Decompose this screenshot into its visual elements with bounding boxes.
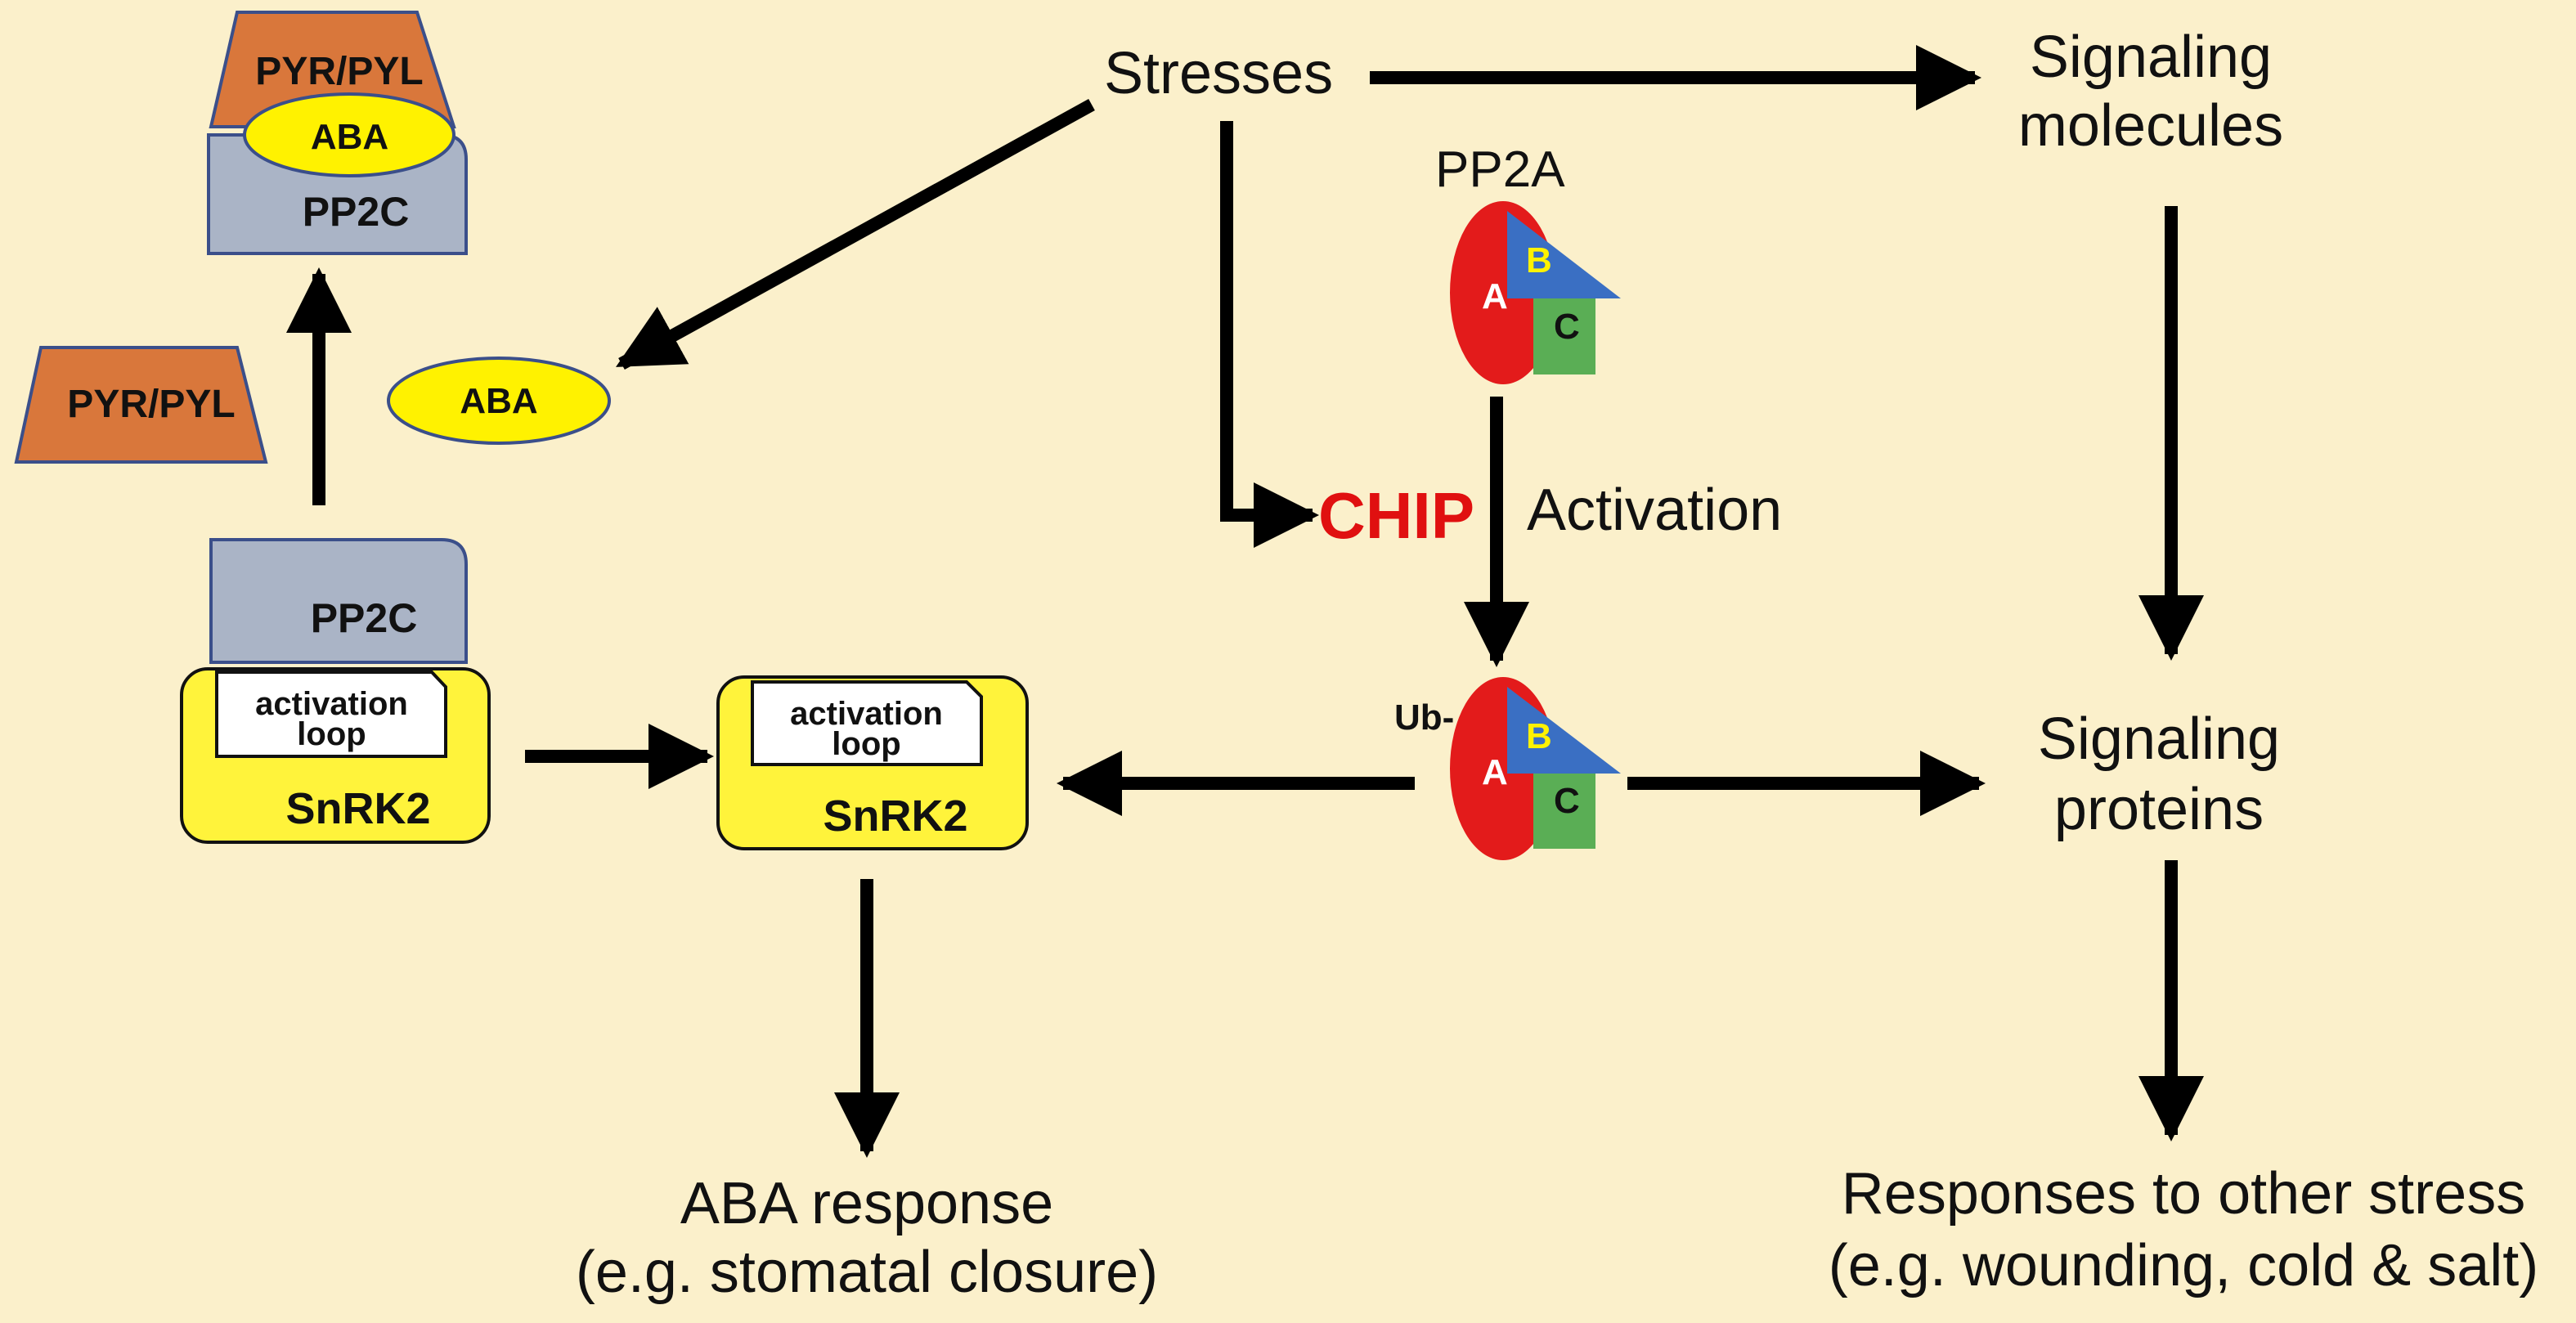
- arrows: [286, 45, 2204, 1158]
- inactive-pp2c-shape: [209, 538, 468, 664]
- arrow-stresses-to-chip: [1220, 121, 1319, 548]
- ub-pp2a-subunit-b-label: B: [1526, 716, 1552, 756]
- free-pyr-pyl-label: PYR/PYL: [67, 383, 236, 426]
- other-responses-line2: (e.g. wounding, cold & salt): [1828, 1233, 2539, 1298]
- ub-pp2a-holoenzyme: [1450, 677, 1621, 860]
- aba-response-line2: (e.g. stomatal closure): [575, 1240, 1159, 1305]
- arrow-stresses-to-aba: [615, 98, 1095, 370]
- pp2a-subunit-c-label: C: [1554, 307, 1580, 347]
- ub-pp2a-subunit-a-label: A: [1482, 752, 1508, 792]
- active-snrk2-group: [716, 675, 1029, 850]
- signaling-proteins-line1: Signaling: [2037, 706, 2281, 772]
- active-loop-label-line1: activation: [790, 696, 943, 732]
- pp2a-subunit-b-shape: [1507, 211, 1621, 298]
- inactive-snrk2-label: SnRK2: [285, 784, 431, 833]
- complex-pyr-pyl-label: PYR/PYL: [255, 50, 424, 93]
- inactive-loop-label-line1: activation: [255, 686, 408, 722]
- complex-aba-shape: [243, 92, 456, 177]
- pp2a-title: PP2A: [1435, 141, 1565, 198]
- inactive-activation-loop-shape: [215, 670, 447, 758]
- stresses-label: Stresses: [1104, 41, 1334, 106]
- pp2a-holoenzyme: [1450, 201, 1621, 384]
- inactive-pp2c-label: PP2C: [310, 595, 418, 641]
- complex-pp2c-label: PP2C: [302, 189, 410, 235]
- signaling-molecules-line1: Signaling: [2029, 25, 2273, 90]
- activation-label: Activation: [1527, 478, 1783, 543]
- ub-pp2a-subunit-c-label: C: [1554, 781, 1580, 821]
- active-loop-label-line2: loop: [832, 726, 901, 762]
- ub-label: Ub-: [1394, 697, 1455, 738]
- pp2a-subunit-c-shape: [1533, 294, 1595, 374]
- complex-aba-label: ABA: [310, 117, 389, 157]
- chip-label: CHIP: [1318, 479, 1475, 552]
- active-snrk2-label: SnRK2: [823, 792, 968, 841]
- ub-pp2a-subunit-c-shape: [1533, 769, 1595, 849]
- signaling-molecules-line2: molecules: [2017, 93, 2284, 159]
- free-pyr-pyl-shape: [14, 346, 268, 464]
- other-responses-line1: Responses to other stress: [1841, 1161, 2526, 1227]
- free-aba-label: ABA: [460, 381, 538, 421]
- ub-pp2a-subunit-b-shape: [1507, 687, 1621, 774]
- pp2a-subunit-a-label: A: [1482, 276, 1508, 316]
- active-activation-loop-shape: [751, 680, 983, 766]
- inactive-loop-label-line2: loop: [297, 716, 366, 752]
- signaling-proteins-line2: proteins: [2053, 777, 2264, 842]
- free-aba-shape: [387, 357, 611, 445]
- receptor-complex: [207, 11, 468, 255]
- aba-response-line1: ABA response: [680, 1171, 1054, 1236]
- pp2a-subunit-b-label: B: [1526, 240, 1552, 280]
- inactive-snrk2-group: [180, 538, 491, 844]
